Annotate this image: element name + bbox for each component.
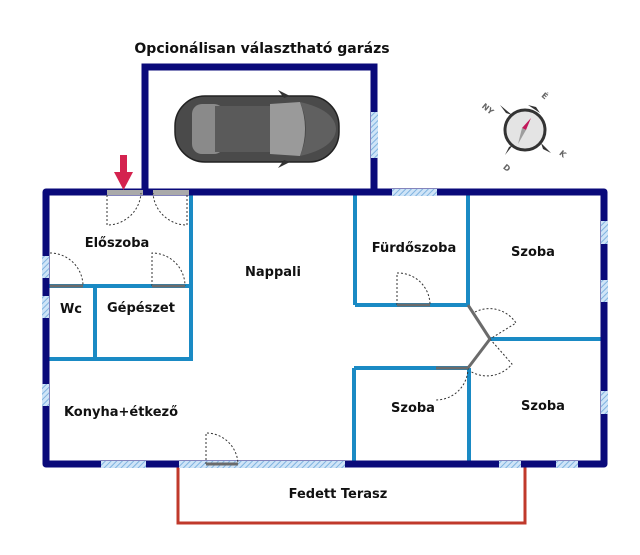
room-label-gepeszet: Gépészet — [107, 301, 175, 316]
room-label-terasz: Fedett Terasz — [289, 487, 388, 502]
entrance-doors — [106, 190, 189, 226]
garage-title: Opcionálisan választható garázs — [134, 41, 389, 57]
entry-arrow-icon — [114, 155, 133, 190]
window — [601, 280, 608, 302]
compass-south-label: D — [501, 163, 512, 174]
room-label-eloszoba: Előszoba — [85, 236, 150, 251]
window — [101, 461, 146, 468]
window — [42, 296, 49, 318]
garage-window — [371, 112, 378, 158]
room-label-nappali: Nappali — [245, 265, 301, 280]
window — [556, 461, 578, 468]
window — [601, 391, 608, 414]
terrace-outline — [176, 466, 527, 525]
windows — [42, 189, 608, 468]
window — [499, 461, 521, 468]
garage — [141, 63, 378, 191]
compass-north-label: É — [540, 89, 551, 101]
room-label-szoba-ne: Szoba — [511, 245, 555, 260]
outer-walls — [42, 188, 608, 468]
compass-east-label: K — [557, 149, 568, 160]
room-label-konyha: Konyha+étkező — [64, 405, 178, 420]
door-leaves — [50, 284, 492, 466]
door-swings — [49, 252, 517, 465]
room-label-furdoszoba: Fürdőszoba — [372, 241, 456, 256]
room-label-szoba-se: Szoba — [521, 399, 565, 414]
window — [42, 384, 49, 406]
room-label-wc: Wc — [60, 302, 82, 317]
window — [392, 189, 437, 196]
window — [601, 221, 608, 244]
window — [42, 256, 49, 278]
interior-walls — [46, 193, 604, 464]
car-icon — [174, 90, 340, 168]
room-label-szoba-mid: Szoba — [391, 401, 435, 416]
compass-west-label: NY — [480, 102, 496, 117]
compass-icon: É K D NY — [480, 89, 569, 174]
window — [179, 461, 345, 468]
